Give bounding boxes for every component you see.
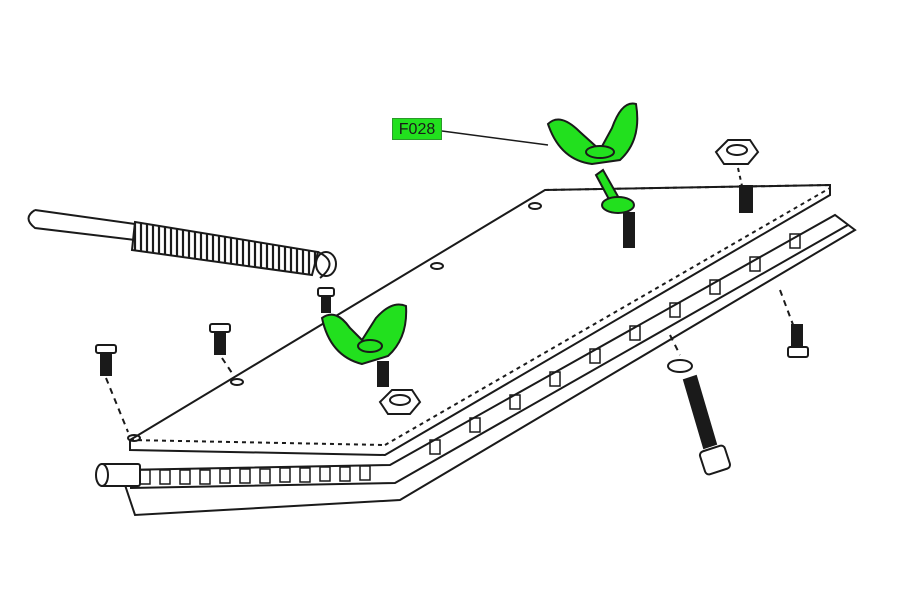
spring <box>27 209 337 279</box>
screw <box>779 289 809 358</box>
screw <box>209 323 235 377</box>
callout-highlight <box>392 118 442 140</box>
part-callout-label: F028 <box>392 118 442 140</box>
hex-nut <box>714 139 760 213</box>
hex-nut <box>378 389 422 415</box>
plate <box>127 183 831 457</box>
screw <box>317 287 335 313</box>
wing-nut <box>546 102 639 248</box>
screw <box>95 344 129 433</box>
wing-nut <box>320 303 408 387</box>
rod <box>95 463 141 487</box>
bolt <box>667 334 732 476</box>
callout-leader <box>441 130 549 146</box>
rail <box>118 213 857 517</box>
